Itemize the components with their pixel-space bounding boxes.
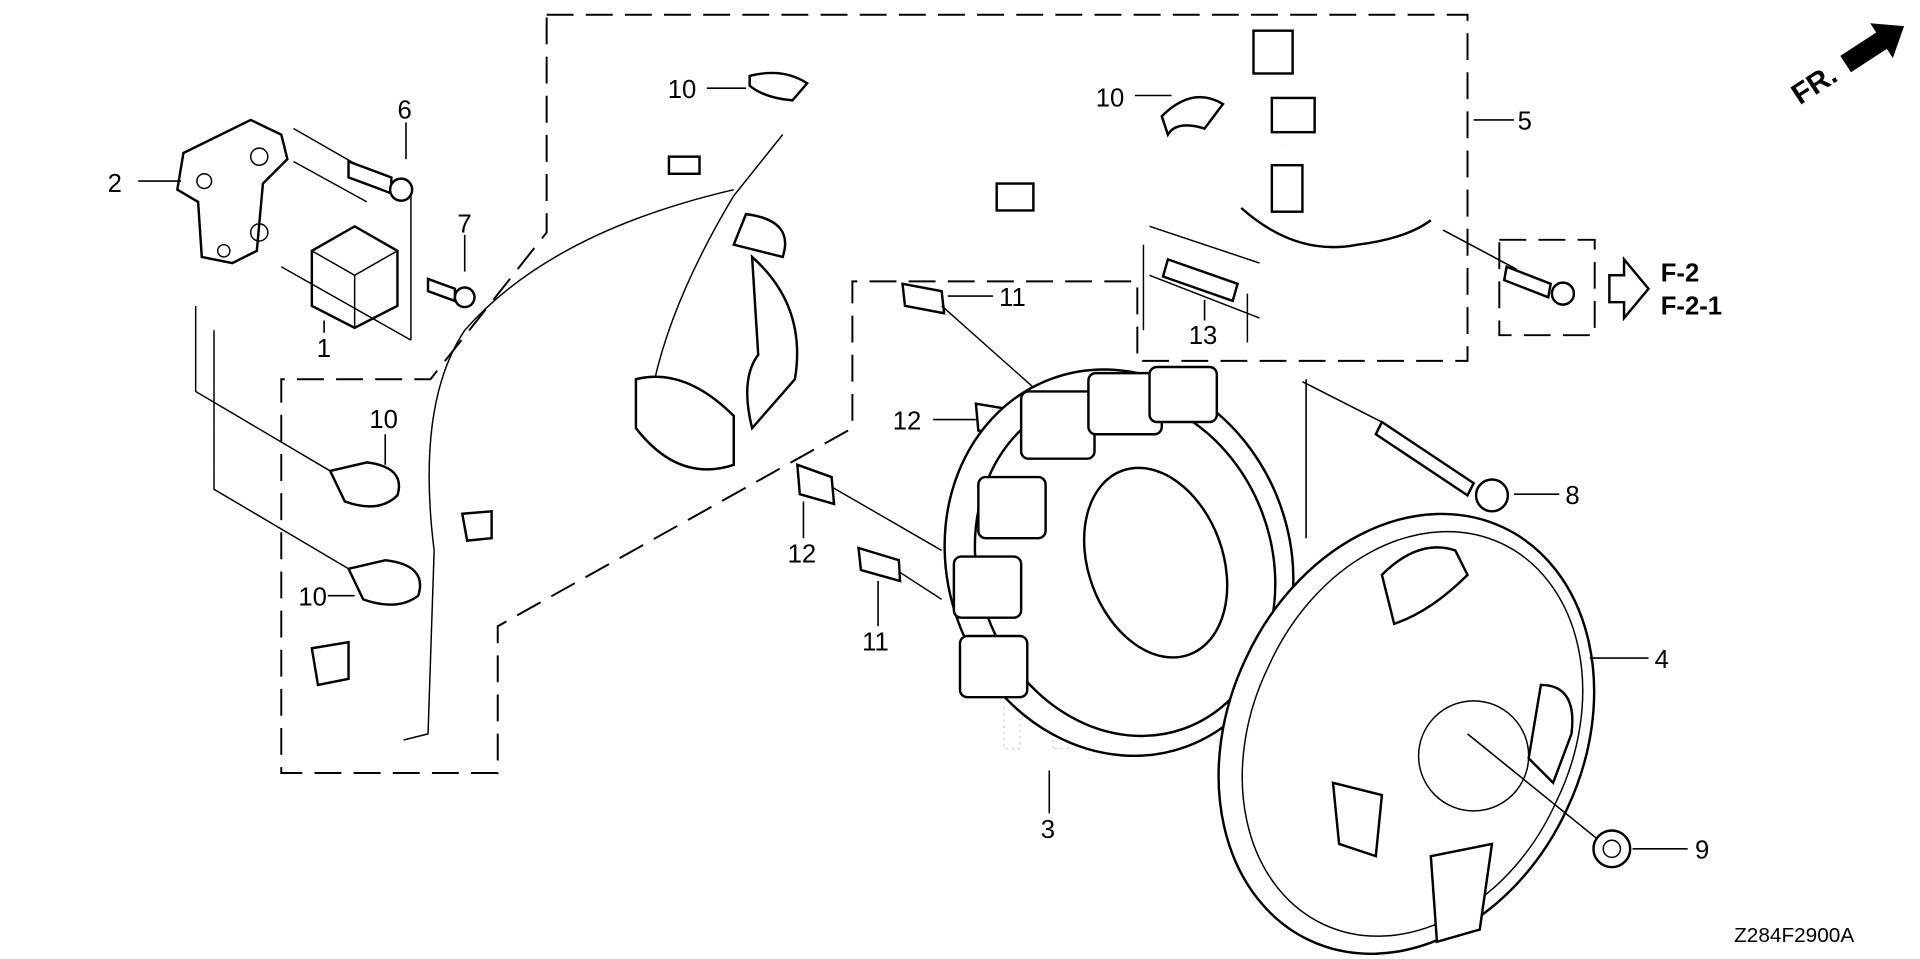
callout-13: 13 [1189,322,1218,350]
diagram-code: Z284F2900A [1734,924,1854,947]
screw-f2 [1502,265,1553,299]
harness-group-box [280,13,1469,774]
callout-10d: 10 [298,583,327,611]
damper-12b [795,463,836,506]
bolt-ref-box [1498,238,1596,337]
flywheel-part [1217,512,1596,956]
ref-f2-1: F-2-1 [1661,292,1722,320]
bolt-8 [1374,420,1476,498]
callout-10b: 10 [1096,85,1125,113]
front-arrow-icon: FR. [1786,23,1905,111]
callout-1: 1 [317,335,331,363]
callout-7: 7 [457,210,471,238]
clamp-10d [346,558,422,606]
callout-11b: 11 [862,629,889,657]
callout-10a: 10 [668,76,697,104]
callout-5: 5 [1518,108,1532,136]
damper-11a [901,282,946,315]
clamp-10c [328,461,401,508]
callout-2: 2 [108,170,122,198]
wire-harness-part [310,29,1432,741]
callout-9: 9 [1695,837,1709,865]
callout-11a: 11 [999,284,1026,312]
callout-4: 4 [1655,646,1669,674]
callout-3: 3 [1041,816,1055,844]
callout-12b: 12 [788,541,817,569]
callout-12a: 12 [893,407,922,435]
fuse-13 [1161,257,1240,303]
bolt-7 [426,277,457,303]
ref-f2: F-2 [1661,259,1700,287]
callout-6: 6 [397,97,411,125]
nut-9 [1592,829,1632,869]
clamp-10b [1160,96,1225,138]
clamp-10a [748,71,809,102]
callout-8: 8 [1565,482,1579,510]
stator-part [943,365,1295,757]
damper-11b [857,546,902,583]
reference-arrow-icon [1608,255,1651,322]
bracket-part [175,118,289,265]
svg-text:FR.: FR. [1786,58,1844,111]
bolt-6 [347,159,393,196]
callout-10c: 10 [369,406,398,434]
